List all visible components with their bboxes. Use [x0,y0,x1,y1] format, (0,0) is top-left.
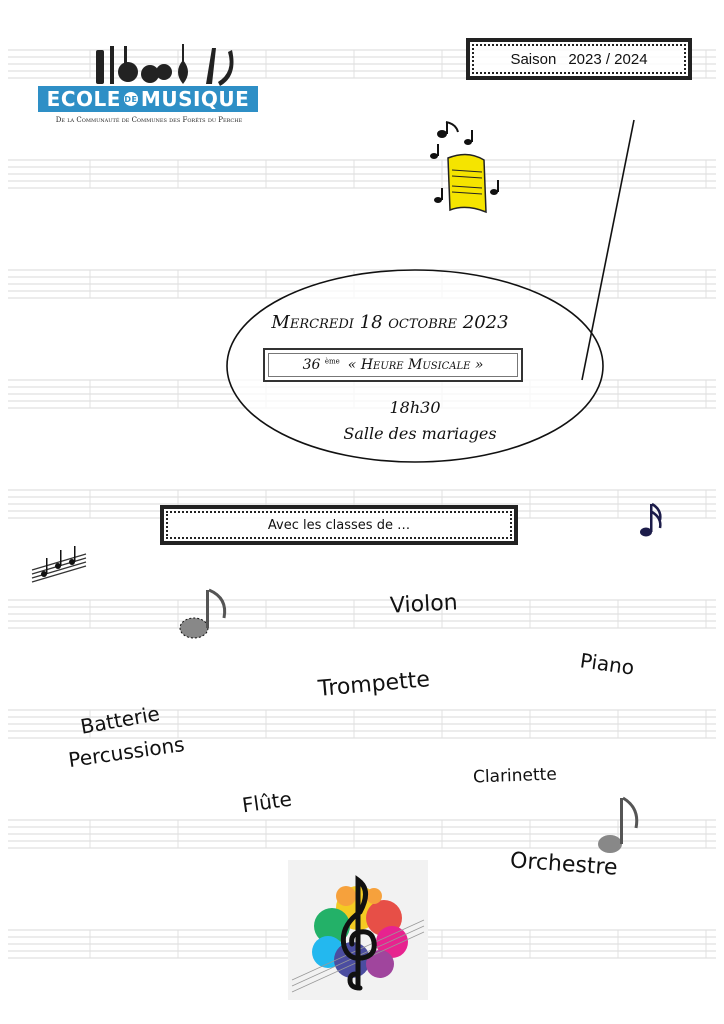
class-violon: Violon [389,590,459,619]
class-clarinette: Clarinette [472,764,558,788]
logo-title-left: ECOLE [46,87,121,111]
event-time: 18h30 [389,398,441,417]
logo-banner: ECOLE DE MUSIQUE [38,86,258,112]
instruments-icon [96,44,234,86]
event-title-box: 36 ème « Heure Musicale » [263,348,523,382]
eighth-note-icon [179,588,227,639]
event-venue: Salle des mariages [343,424,497,443]
season-label: Saison [510,50,557,68]
edition-number-value: 36 [302,357,321,373]
classes-intro-box: Avec les classes de … [160,505,518,545]
treble-clef-icon [288,860,428,1000]
event-date: Mercredi 18 octobre 2023 [271,312,509,333]
logo-title-right: MUSIQUE [140,87,250,111]
eighth-note-icon [598,796,639,853]
sheet-music-icon [430,121,499,214]
edition-number: 36 ème [303,357,340,373]
logo-title-de: DE [123,92,138,106]
music-notes-icon [31,546,87,583]
season-value: 2023 / 2024 [568,50,648,68]
classes-intro: Avec les classes de … [267,517,411,533]
season-box: Saison 2023 / 2024 [466,38,692,80]
event-title: « Heure Musicale » [347,357,484,373]
logo-subtitle: De la Communauté de Communes des Forêts … [55,116,243,124]
school-logo: ECOLE DE MUSIQUE De la Communauté de Com… [38,42,260,132]
sixteenth-note-icon [640,502,662,537]
edition-suffix: ème [324,357,340,366]
